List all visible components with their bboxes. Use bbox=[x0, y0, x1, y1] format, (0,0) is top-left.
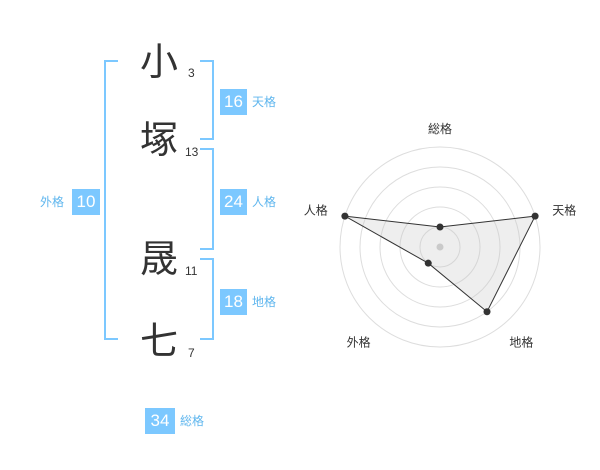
jinkaku-label: 人格 bbox=[252, 195, 277, 209]
jinkaku-value: 24 bbox=[220, 189, 247, 215]
name-char-2: 塚 bbox=[140, 118, 179, 162]
gaikaku-bracket bbox=[104, 60, 118, 340]
radar-grid-ring bbox=[379, 186, 501, 308]
tenkaku-bracket bbox=[200, 60, 214, 140]
radar-axis-label: 地格 bbox=[509, 334, 533, 349]
gaikaku-label: 外格 bbox=[40, 195, 65, 209]
radar-axis-label: 天格 bbox=[552, 203, 576, 218]
name-char-1: 小 bbox=[140, 40, 179, 84]
stroke-count-2: 13 bbox=[185, 145, 199, 159]
stroke-count-4: 7 bbox=[188, 346, 195, 360]
radar-data-point bbox=[483, 308, 491, 316]
jinkaku-bracket bbox=[200, 148, 214, 250]
radar-center-dot bbox=[436, 243, 444, 251]
chikaku-label: 地格 bbox=[252, 295, 277, 309]
radar-series-polygon bbox=[344, 215, 536, 313]
tenkaku-label: 天格 bbox=[252, 95, 277, 109]
name-char-4: 七 bbox=[140, 319, 179, 363]
chikaku-value: 18 bbox=[220, 289, 247, 315]
gaikaku-value: 10 bbox=[72, 189, 100, 215]
name-char-3: 晟 bbox=[140, 237, 179, 281]
chikaku-bracket bbox=[200, 258, 214, 340]
radar-axis-label: 人格 bbox=[304, 203, 328, 218]
radar-axis-label: 外格 bbox=[347, 334, 371, 349]
radar-data-point bbox=[531, 212, 539, 220]
stroke-count-1: 3 bbox=[188, 66, 195, 80]
radar-axis-label: 総格 bbox=[428, 121, 452, 136]
soukaku-value: 34 bbox=[145, 408, 175, 434]
radar-data-point bbox=[436, 223, 444, 231]
radar-data-point bbox=[424, 259, 432, 267]
soukaku-label: 総格 bbox=[180, 414, 205, 428]
radar-data-point bbox=[341, 212, 349, 220]
tenkaku-value: 16 bbox=[220, 89, 247, 115]
stroke-count-3: 11 bbox=[185, 264, 198, 278]
radar-grid-ring bbox=[339, 146, 541, 348]
